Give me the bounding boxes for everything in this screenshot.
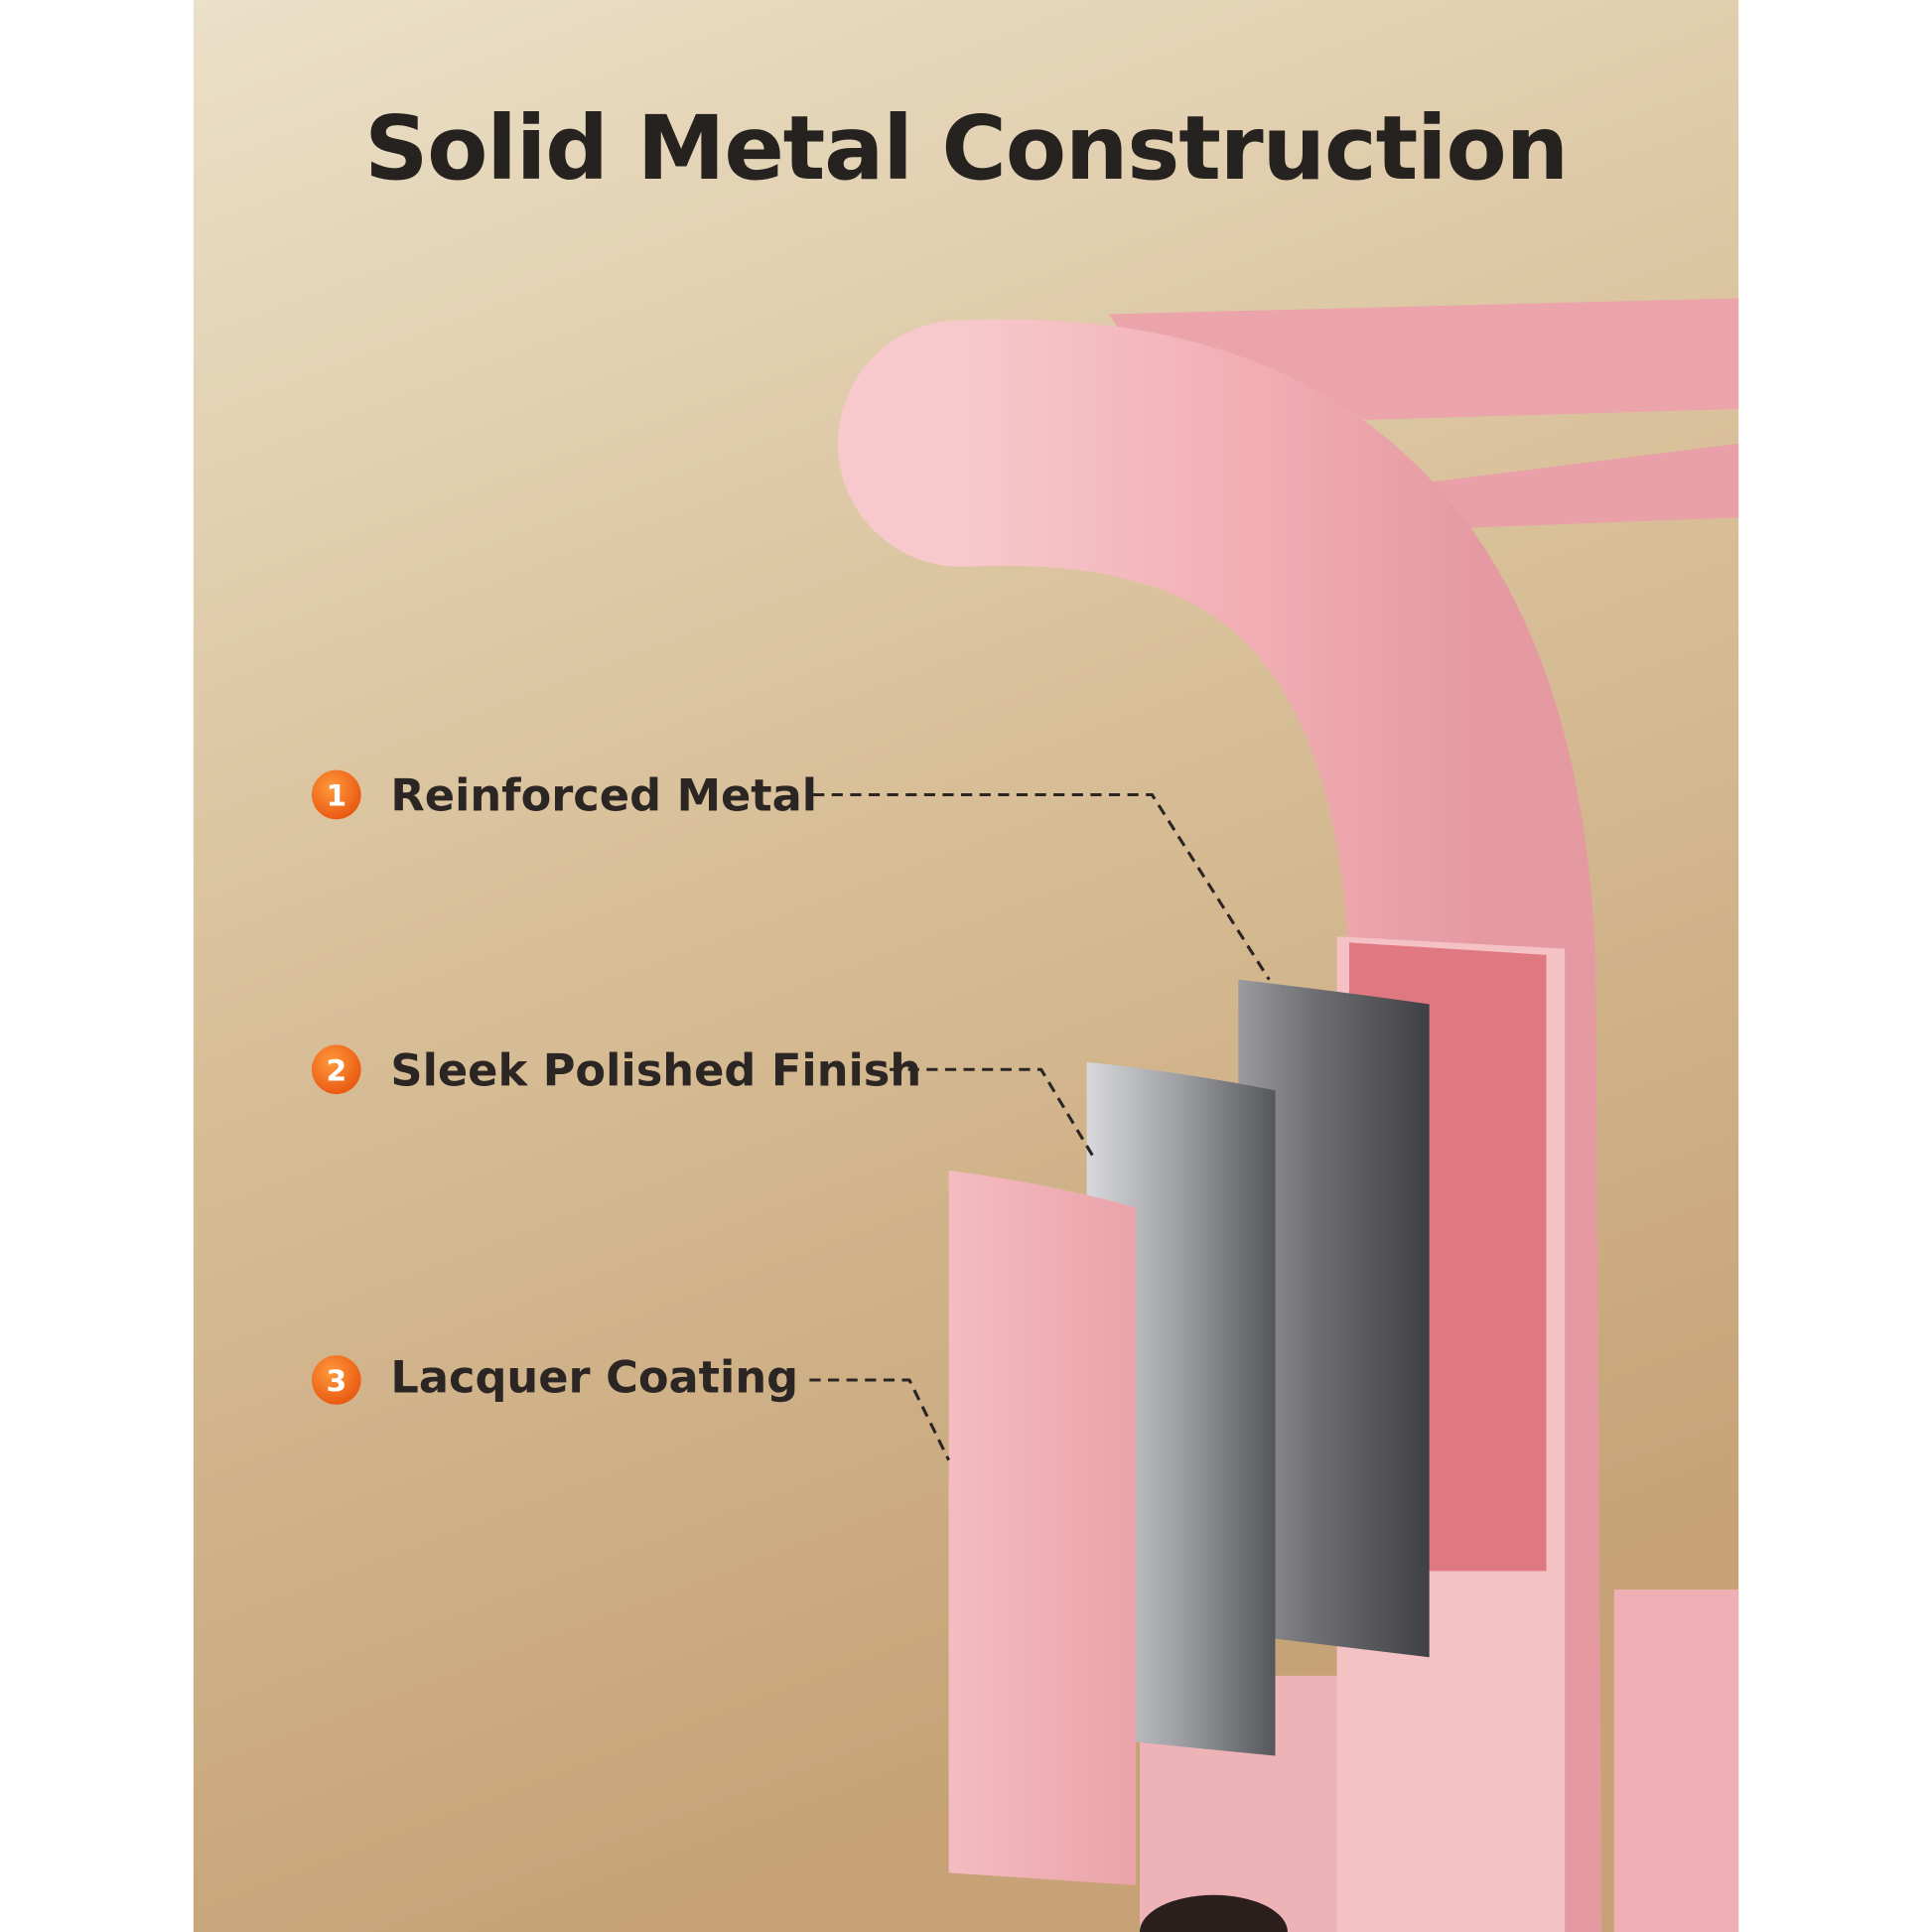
lacquer-coating-layer bbox=[948, 1171, 1137, 1885]
badge-number: 1 bbox=[326, 779, 346, 814]
badge-2 bbox=[311, 1044, 361, 1095]
callout-label: Reinforced Metal bbox=[390, 770, 817, 822]
badge-1 bbox=[311, 769, 361, 820]
callout-3: 3 Lacquer Coating bbox=[311, 1351, 798, 1405]
leader-line-2 bbox=[890, 1067, 1096, 1160]
leader-line-3 bbox=[809, 1378, 951, 1461]
wheel bbox=[1140, 1894, 1288, 1932]
callout-2: 2 Sleek Polished Finish bbox=[311, 1044, 921, 1096]
reinforced-metal-layer bbox=[1238, 979, 1430, 1658]
leader-line-1 bbox=[813, 792, 1271, 981]
callout-label: Lacquer Coating bbox=[390, 1351, 798, 1403]
badge-number: 3 bbox=[326, 1364, 346, 1399]
page-title: Solid Metal Construction bbox=[364, 97, 1568, 201]
callout-1: 1 Reinforced Metal bbox=[311, 769, 817, 822]
badge-number: 2 bbox=[326, 1053, 346, 1088]
badge-3 bbox=[311, 1355, 361, 1405]
callout-label: Sleek Polished Finish bbox=[390, 1044, 921, 1096]
